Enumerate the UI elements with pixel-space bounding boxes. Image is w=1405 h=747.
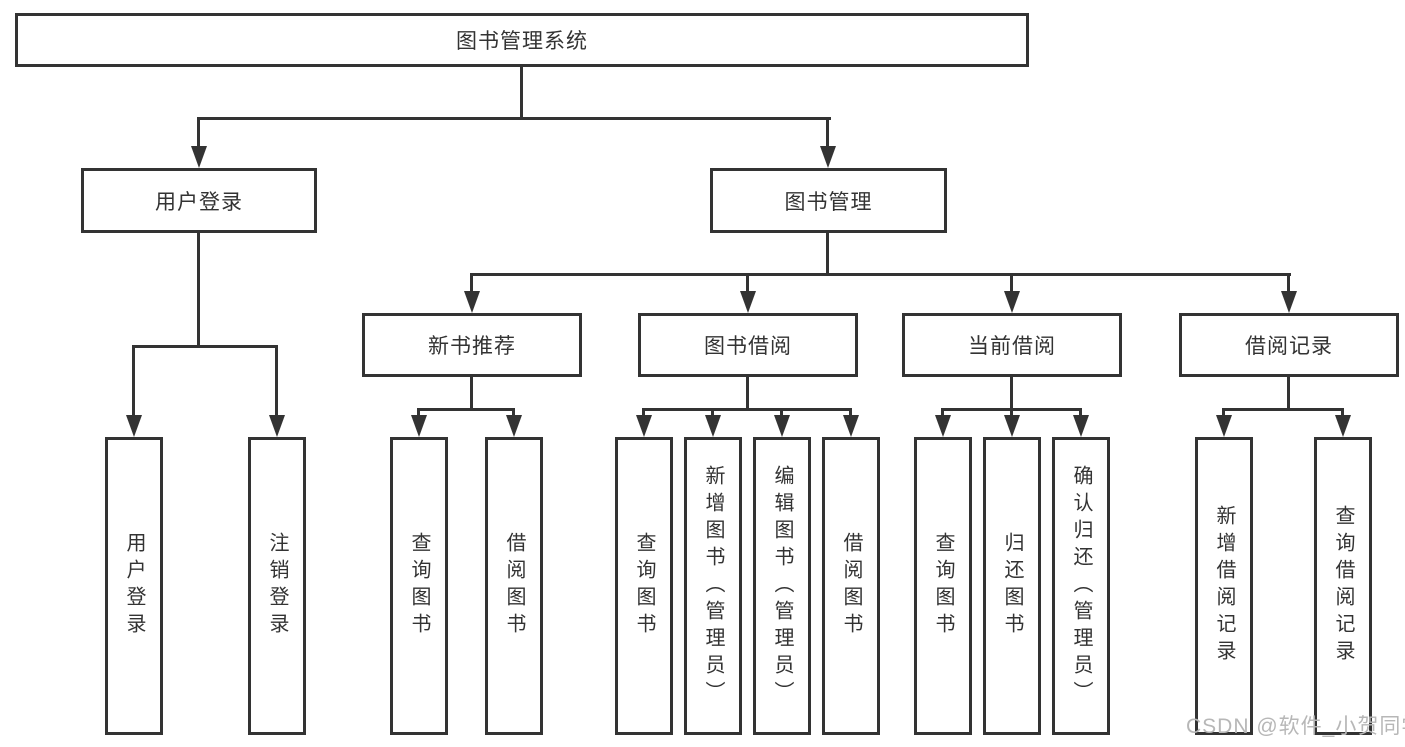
- node-leaf-user-login: 用户登录: [105, 437, 163, 735]
- node-label: 查询借阅记录: [1332, 505, 1354, 667]
- arrow-down-icon: [820, 146, 836, 168]
- arrow-down-icon: [191, 146, 207, 168]
- watermark: CSDN @软件_小贺同学: [1186, 715, 1405, 738]
- node-label: 借阅记录: [1245, 335, 1333, 358]
- arrow-down-icon: [1004, 415, 1020, 437]
- connector-line: [132, 345, 278, 348]
- node-label: 注销登录: [266, 532, 288, 640]
- connector-line: [711, 408, 714, 417]
- connector-line: [132, 345, 135, 416]
- connector-line: [417, 408, 515, 411]
- connector-line: [642, 408, 645, 417]
- arrow-down-icon: [740, 291, 756, 313]
- connector-line: [1287, 377, 1290, 410]
- connector-line: [197, 117, 831, 120]
- arrow-down-icon: [843, 415, 859, 437]
- connector-line: [417, 408, 420, 417]
- connector-line: [849, 408, 852, 417]
- node-leaf-add-book-admin: 新增图书（管理员）: [684, 437, 742, 735]
- connector-line: [1341, 408, 1344, 417]
- connector-line: [1010, 273, 1013, 293]
- connector-line: [746, 377, 749, 410]
- node-leaf-query-borrow-record: 查询借阅记录: [1314, 437, 1372, 735]
- node-label: 确认归还（管理员）: [1070, 464, 1092, 708]
- connector-line: [746, 273, 749, 293]
- node-label: 图书管理: [784, 190, 873, 214]
- node-book-borrow: 图书借阅: [638, 313, 858, 377]
- node-user-login: 用户登录: [81, 168, 317, 233]
- connector-line: [470, 273, 1291, 276]
- node-label: 用户登录: [123, 532, 145, 640]
- connector-line: [642, 408, 852, 411]
- node-label: 新书推荐: [428, 335, 516, 358]
- arrow-down-icon: [1216, 415, 1232, 437]
- node-label: 查询图书: [633, 532, 655, 640]
- connector-line: [1222, 408, 1225, 417]
- connector-line: [470, 377, 473, 410]
- arrow-down-icon: [1335, 415, 1351, 437]
- node-leaf-borrow-books-1: 借阅图书: [485, 437, 543, 735]
- arrow-down-icon: [774, 415, 790, 437]
- node-label: 借阅图书: [503, 532, 525, 640]
- node-label: 图书借阅: [704, 335, 792, 358]
- arrow-down-icon: [126, 415, 142, 437]
- arrow-down-icon: [705, 415, 721, 437]
- connector-line: [520, 67, 523, 119]
- connector-line: [470, 273, 473, 293]
- connector-line: [275, 345, 278, 416]
- arrow-down-icon: [1073, 415, 1089, 437]
- connector-line: [780, 408, 783, 417]
- node-label: 新增图书（管理员）: [702, 464, 724, 708]
- connector-line: [1079, 408, 1082, 417]
- connector-line: [197, 117, 200, 147]
- arrow-down-icon: [1004, 291, 1020, 313]
- node-leaf-borrow-books-2: 借阅图书: [822, 437, 880, 735]
- node-book-management: 图书管理: [710, 168, 947, 233]
- connector-line: [826, 117, 829, 147]
- arrow-down-icon: [935, 415, 951, 437]
- arrow-down-icon: [411, 415, 427, 437]
- node-label: 编辑图书（管理员）: [771, 464, 793, 708]
- connector-line: [1222, 408, 1344, 411]
- node-label: 查询图书: [932, 532, 954, 640]
- arrow-down-icon: [1281, 291, 1297, 313]
- node-label: 归还图书: [1001, 532, 1023, 640]
- connector-line: [1010, 408, 1013, 417]
- node-label: 查询图书: [408, 532, 430, 640]
- connector-line: [1287, 273, 1290, 293]
- node-label: 新增借阅记录: [1213, 505, 1235, 667]
- node-leaf-logout: 注销登录: [248, 437, 306, 735]
- node-leaf-query-books-1: 查询图书: [390, 437, 448, 735]
- connector-line: [512, 408, 515, 417]
- node-current-borrow: 当前借阅: [902, 313, 1122, 377]
- node-leaf-return-book: 归还图书: [983, 437, 1041, 735]
- connector-line: [197, 233, 200, 347]
- node-borrow-records: 借阅记录: [1179, 313, 1399, 377]
- arrow-down-icon: [464, 291, 480, 313]
- node-new-book-recommend: 新书推荐: [362, 313, 582, 377]
- node-label: 图书管理系统: [456, 30, 588, 53]
- connector-line: [1010, 377, 1013, 410]
- node-leaf-add-borrow-record: 新增借阅记录: [1195, 437, 1253, 735]
- connector-line: [826, 233, 829, 276]
- node-label: 当前借阅: [968, 335, 1056, 358]
- node-label: 用户登录: [155, 190, 243, 214]
- node-leaf-confirm-return-admin: 确认归还（管理员）: [1052, 437, 1110, 735]
- node-leaf-query-books-3: 查询图书: [914, 437, 972, 735]
- arrow-down-icon: [636, 415, 652, 437]
- node-label: 借阅图书: [840, 532, 862, 640]
- node-leaf-edit-book-admin: 编辑图书（管理员）: [753, 437, 811, 735]
- connector-line: [941, 408, 944, 417]
- node-leaf-query-books-2: 查询图书: [615, 437, 673, 735]
- node-root-system: 图书管理系统: [15, 13, 1029, 67]
- arrow-down-icon: [506, 415, 522, 437]
- arrow-down-icon: [269, 415, 285, 437]
